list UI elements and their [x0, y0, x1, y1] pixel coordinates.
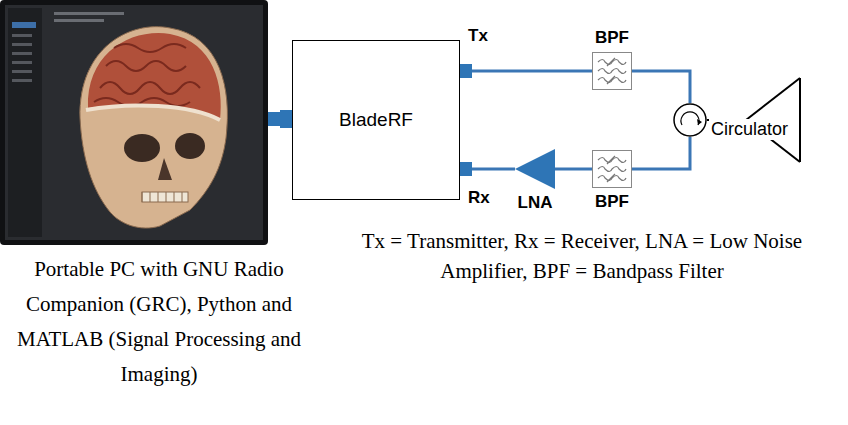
text-holder: Circulator — [709, 119, 819, 140]
bandpass-filter: BPF — [592, 52, 632, 90]
circulator: Circulator — [673, 103, 707, 137]
node-text: BladeRF — [339, 109, 413, 131]
port-label: Rx — [468, 188, 508, 208]
usb-port — [280, 110, 292, 128]
label-holder: Tx — [468, 26, 508, 46]
label-holder: Rx — [468, 188, 508, 208]
portable-pc: Portable PC with GNU Radio Companion (GR… — [0, 0, 268, 245]
label-holder: Tx = Transmitter, Rx = Receiver, LNA = L… — [318, 226, 846, 286]
low-noise-amplifier-outline — [515, 149, 555, 189]
rf-line — [460, 70, 592, 73]
portable-pc-outline — [0, 0, 268, 245]
text-holder: LNA — [495, 193, 575, 213]
text-holder: BPF — [572, 28, 652, 48]
node-text: Portable PC with GNU Radio Companion (GR… — [0, 252, 318, 392]
bandpass-filter: BPF — [592, 150, 632, 188]
circulator-outline — [673, 103, 707, 137]
rf-line — [555, 168, 592, 171]
node-text: Circulator — [709, 119, 790, 140]
bandpass-filter-outline — [592, 52, 632, 90]
node-text: BPF — [572, 28, 652, 48]
rf-line — [632, 137, 690, 169]
tx-port — [460, 64, 472, 78]
low-noise-amplifier: LNA — [515, 149, 555, 189]
bladerf-box: BladeRF — [292, 40, 460, 200]
antenna-symbol — [707, 78, 800, 162]
node-text: LNA — [495, 193, 575, 213]
text-holder: BladeRF — [292, 40, 460, 200]
rx-port — [460, 162, 472, 176]
port-label: Tx — [468, 26, 508, 46]
node-text: BPF — [572, 192, 652, 212]
abbreviation-note: Tx = Transmitter, Rx = Receiver, LNA = L… — [318, 226, 846, 286]
rf-line — [632, 71, 690, 103]
text-holder: Portable PC with GNU Radio Companion (GR… — [0, 252, 318, 392]
bandpass-filter-outline — [592, 150, 632, 188]
text-holder: BPF — [572, 192, 652, 212]
